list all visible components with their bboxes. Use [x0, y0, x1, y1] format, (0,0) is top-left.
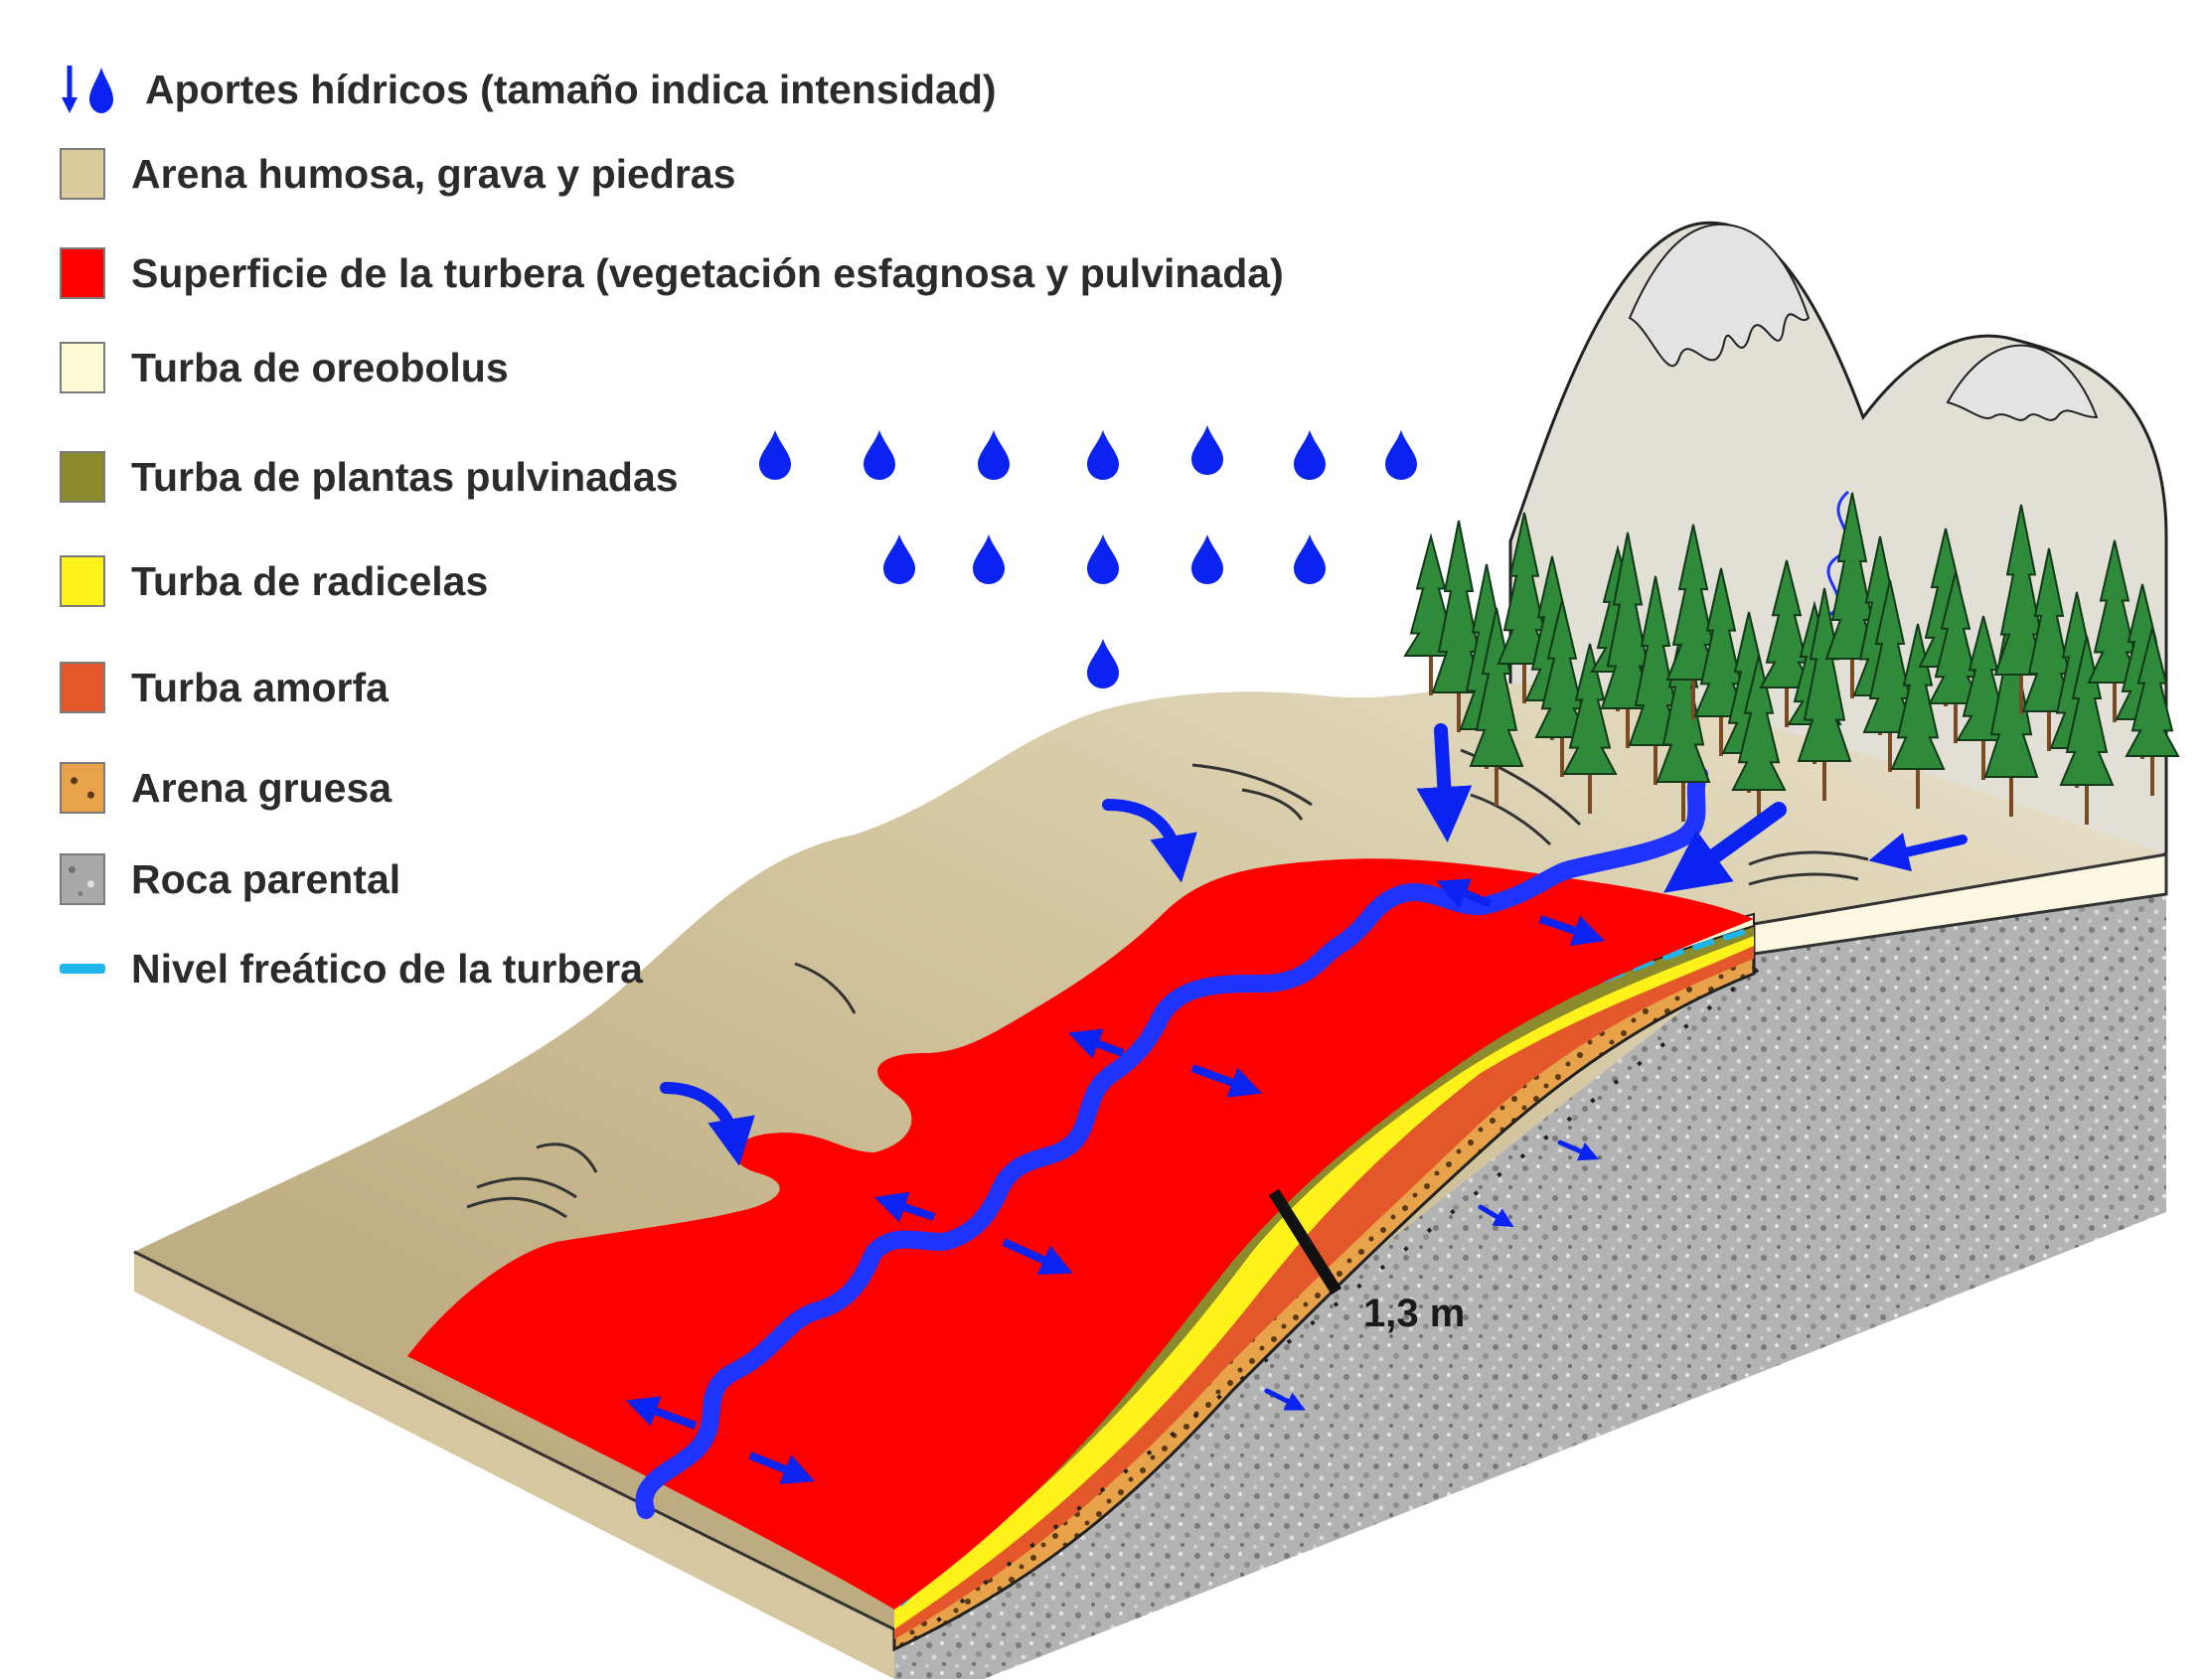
pine-tree-icon	[1693, 567, 1749, 756]
coarse-sand-swatch	[60, 762, 105, 814]
legend-label: Superficie de la turbera (vegetación esf…	[131, 249, 1284, 296]
rain-drop-icon	[1191, 425, 1223, 475]
peat-surface-swatch	[60, 247, 105, 299]
rain-drop-icon	[1294, 535, 1326, 584]
legend-item-cushion: Turba de plantas pulvinadas	[60, 447, 679, 507]
legend-item-humic-sand: Arena humosa, grava y piedras	[60, 144, 735, 204]
rain-drop-icon	[973, 535, 1005, 584]
pine-tree-icon	[2059, 635, 2115, 825]
water-drop-arrow-icon	[62, 66, 113, 113]
rain-drop-icon	[759, 430, 791, 480]
depth-measure-label: 1,3 m	[1363, 1292, 1466, 1335]
humic-sand-swatch	[60, 148, 105, 200]
rain-drop-icon	[1294, 430, 1326, 480]
pine-tree-icon	[1600, 532, 1655, 748]
pine-tree-icon	[1890, 623, 1946, 809]
legend-item-bedrock: Roca parental	[60, 849, 400, 909]
rain-drop-icon	[1191, 535, 1223, 584]
pine-tree-icon	[1562, 643, 1618, 814]
rain-drop-icon	[1087, 535, 1119, 584]
legend-label: Turba de plantas pulvinadas	[131, 453, 679, 500]
legend-label: Turba amorfa	[131, 664, 389, 710]
legend-label: Arena humosa, grava y piedras	[131, 150, 736, 197]
legend-item-peat-surface: Superficie de la turbera (vegetación esf…	[60, 243, 1284, 303]
bedrock-swatch	[60, 853, 105, 905]
legend-label: Turba de oreobolus	[131, 344, 509, 390]
forest	[1403, 492, 2180, 830]
rain-drop-icon	[864, 430, 895, 480]
legend-item-amorphous: Turba amorfa	[60, 658, 389, 717]
bedrock-block	[894, 894, 2166, 1679]
pine-tree-icon	[1665, 524, 1721, 719]
water-flow-arrows	[660, 723, 1968, 1411]
rain-drop-icon	[978, 430, 1010, 480]
rain-drop-icon	[1087, 430, 1119, 480]
rain-drop-icon	[1087, 639, 1119, 688]
oreobolus-swatch	[60, 342, 105, 393]
pine-tree-icon	[1497, 512, 1552, 703]
pine-tree-icon	[1862, 579, 1918, 772]
pine-tree-icon	[1534, 599, 1590, 777]
pine-tree-icon	[1824, 492, 1880, 698]
radicel-swatch	[60, 555, 105, 607]
cushion-swatch	[60, 451, 105, 503]
legend-label: Aportes hídricos (tamaño indica intensid…	[145, 66, 997, 112]
legend-label: Turba de radicelas	[131, 557, 489, 604]
rain-drop-icon	[883, 535, 915, 584]
legend-item-coarse-sand: Arena gruesa	[60, 758, 392, 818]
water-table-swatch	[60, 964, 105, 974]
legend-item-water: Aportes hídricos (tamaño indica intensid…	[60, 60, 997, 119]
amorphous-swatch	[60, 662, 105, 713]
legend-label: Roca parental	[131, 855, 401, 902]
stream	[635, 766, 1708, 1519]
slope-contours	[466, 748, 1869, 1219]
pine-tree-icon	[1431, 520, 1487, 732]
legend-item-oreobolus: Turba de oreobolus	[60, 338, 509, 397]
pine-tree-icon	[1759, 559, 1814, 727]
pine-tree-icon	[1731, 655, 1787, 830]
rain-drops	[759, 425, 1417, 688]
pine-tree-icon	[1993, 504, 2049, 714]
legend-label: Arena gruesa	[131, 764, 393, 811]
front-sand-face	[134, 1252, 894, 1679]
lateral-flow-arrows	[625, 878, 1606, 1484]
pine-tree-icon	[1628, 575, 1683, 785]
legend-label: Nivel freático de la turbera	[131, 945, 643, 992]
rain-drop-icon	[1385, 430, 1417, 480]
depth-marker	[1268, 1188, 1342, 1296]
legend-item-water-table: Nivel freático de la turbera	[60, 939, 643, 998]
pine-tree-icon	[1469, 607, 1524, 806]
legend-item-radicel: Turba de radicelas	[60, 551, 488, 611]
peat-surface	[407, 858, 1754, 1609]
pine-tree-icon	[2087, 539, 2142, 722]
pine-tree-icon	[2125, 627, 2180, 796]
pine-tree-icon	[2021, 547, 2077, 751]
